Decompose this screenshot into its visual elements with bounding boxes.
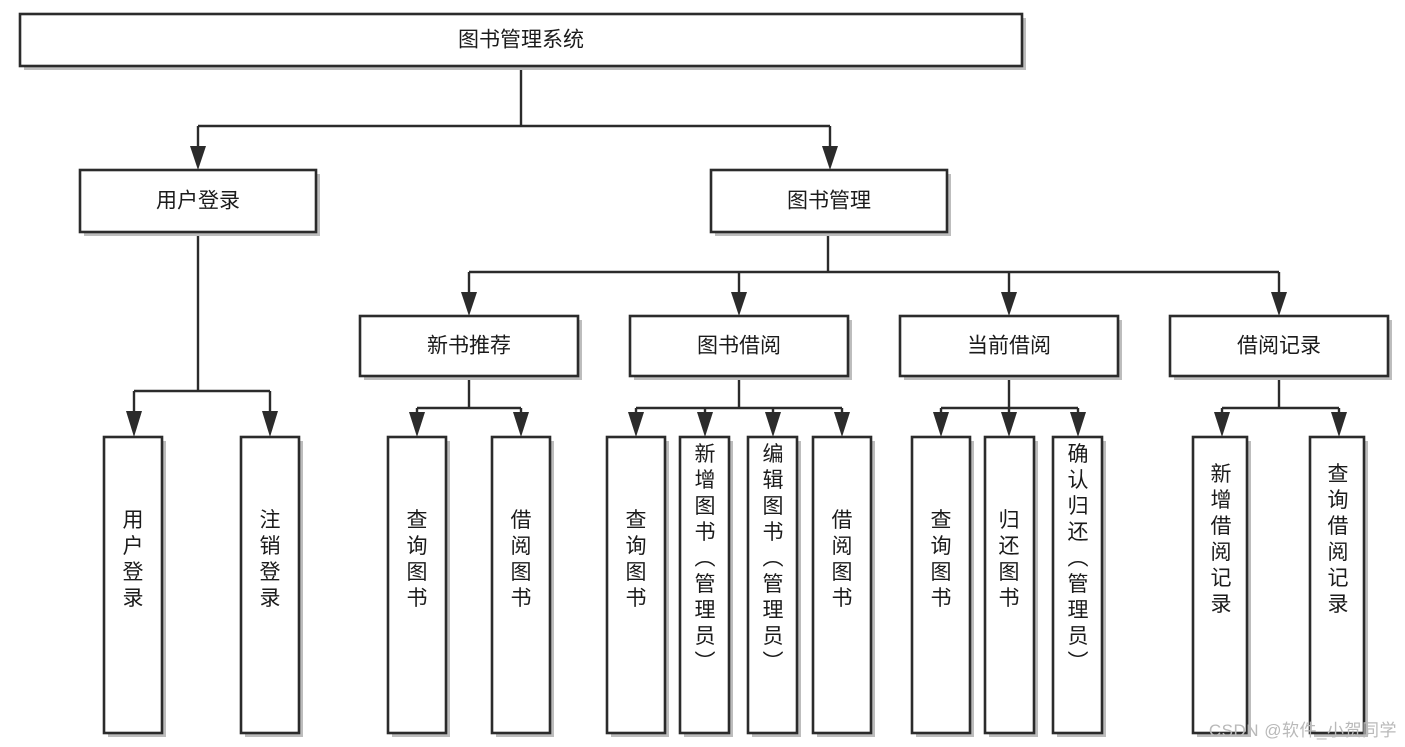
node-leaf-query-record-label: 查询借阅记录 xyxy=(1328,463,1349,616)
node-leaf-borrow-book-2-box[interactable] xyxy=(811,435,873,735)
node-book-borrow[interactable]: 图书借阅 xyxy=(628,314,852,380)
node-leaf-confirm-return-label: 确认归还︵管理员︶ xyxy=(1068,443,1089,674)
connector-group xyxy=(126,66,1347,437)
node-leaf-query-book-1-label: 查询图书 xyxy=(407,509,428,610)
node-leaf-add-record[interactable]: 新增借阅记录 xyxy=(1191,435,1251,737)
node-leaf-borrow-book-2[interactable]: 借阅图书 xyxy=(811,435,875,737)
node-book-manage[interactable]: 图书管理 xyxy=(709,168,951,236)
arrow-head-leaf-user-login xyxy=(126,411,142,437)
node-leaf-query-record-box[interactable] xyxy=(1308,435,1366,735)
node-leaf-query-book-3-box[interactable] xyxy=(910,435,972,735)
watermark-label: CSDN @软件_小贺同学 xyxy=(1208,721,1397,740)
node-leaf-logout-box[interactable] xyxy=(239,435,301,735)
node-leaf-user-login-box[interactable] xyxy=(102,435,164,735)
arrow-head-leaf-add-book xyxy=(697,412,713,437)
arrow-head-leaf-borrow-book-1 xyxy=(513,412,529,437)
arrow-head-leaf-query-book-2 xyxy=(628,412,644,437)
node-borrow-record[interactable]: 借阅记录 xyxy=(1168,314,1392,380)
node-current-borrow-box[interactable] xyxy=(898,314,1120,378)
node-user-login-box[interactable] xyxy=(78,168,318,234)
node-leaf-return-book-label: 归还图书 xyxy=(999,509,1020,610)
node-book-manage-box[interactable] xyxy=(709,168,949,234)
node-borrow-record-box[interactable] xyxy=(1168,314,1390,378)
node-leaf-borrow-book-1-label: 借阅图书 xyxy=(511,509,532,610)
node-leaf-borrow-book-1[interactable]: 借阅图书 xyxy=(490,435,554,737)
node-leaf-add-record-box[interactable] xyxy=(1191,435,1249,735)
node-leaf-edit-book[interactable]: 编辑图书︵管理员︶ xyxy=(746,435,801,737)
node-leaf-query-book-2[interactable]: 查询图书 xyxy=(605,435,669,737)
node-leaf-query-book-2-label: 查询图书 xyxy=(626,509,647,610)
node-leaf-query-book-1-box[interactable] xyxy=(386,435,448,735)
node-leaf-query-book-1[interactable]: 查询图书 xyxy=(386,435,450,737)
node-leaf-borrow-book-2-label: 借阅图书 xyxy=(832,509,853,610)
node-leaf-query-book-3-label: 查询图书 xyxy=(931,509,952,610)
node-borrow-record-label: 借阅记录 xyxy=(1237,335,1321,358)
node-new-book-recommend[interactable]: 新书推荐 xyxy=(358,314,582,380)
node-book-manage-label: 图书管理 xyxy=(787,190,871,213)
node-leaf-confirm-return-box[interactable] xyxy=(1051,435,1104,735)
arrow-head-book-manage xyxy=(822,146,838,170)
arrow-head-leaf-query-record xyxy=(1331,412,1347,437)
node-leaf-query-book-2-box[interactable] xyxy=(605,435,667,735)
node-current-borrow[interactable]: 当前借阅 xyxy=(898,314,1122,380)
arrow-head-new-book-recommend xyxy=(461,292,477,316)
arrow-head-leaf-borrow-book-2 xyxy=(834,412,850,437)
arrow-head-borrow-record xyxy=(1271,292,1287,316)
node-leaf-confirm-return[interactable]: 确认归还︵管理员︶ xyxy=(1051,435,1106,737)
arrow-head-leaf-query-book-1 xyxy=(409,412,425,437)
node-book-borrow-box[interactable] xyxy=(628,314,850,378)
arrow-head-leaf-logout xyxy=(262,411,278,437)
node-root[interactable]: 图书管理系统 xyxy=(18,12,1026,70)
node-leaf-user-login-label: 用户登录 xyxy=(123,509,144,610)
arrow-head-leaf-query-book-3 xyxy=(933,412,949,437)
node-root-box[interactable] xyxy=(18,12,1024,68)
node-leaf-add-book[interactable]: 新增图书︵管理员︶ xyxy=(678,435,733,737)
node-leaf-add-book-label: 新增图书︵管理员︶ xyxy=(695,443,716,674)
node-user-login-label: 用户登录 xyxy=(156,190,240,213)
arrow-head-user-login xyxy=(190,146,206,170)
node-leaf-add-record-label: 新增借阅记录 xyxy=(1211,463,1232,616)
arrow-head-current-borrow xyxy=(1001,292,1017,316)
node-current-borrow-label: 当前借阅 xyxy=(967,335,1051,358)
node-leaf-add-book-box[interactable] xyxy=(678,435,731,735)
arrow-head-leaf-confirm-return xyxy=(1070,412,1086,437)
node-leaf-logout[interactable]: 注销登录 xyxy=(239,435,303,737)
arrow-head-leaf-return-book xyxy=(1001,412,1017,437)
node-leaf-borrow-book-1-box[interactable] xyxy=(490,435,552,735)
node-leaf-query-book-3[interactable]: 查询图书 xyxy=(910,435,974,737)
arrow-head-leaf-edit-book xyxy=(765,412,781,437)
node-root-label: 图书管理系统 xyxy=(458,29,584,52)
node-user-login[interactable]: 用户登录 xyxy=(78,168,320,236)
node-leaf-logout-label: 注销登录 xyxy=(260,509,281,610)
node-leaf-edit-book-box[interactable] xyxy=(746,435,799,735)
node-leaf-edit-book-label: 编辑图书︵管理员︶ xyxy=(763,443,784,674)
arrow-head-book-borrow xyxy=(731,292,747,316)
arrow-head-leaf-add-record xyxy=(1214,412,1230,437)
node-leaf-return-book-box[interactable] xyxy=(983,435,1036,735)
node-book-borrow-label: 图书借阅 xyxy=(697,335,781,358)
node-leaf-user-login[interactable]: 用户登录 xyxy=(102,435,166,737)
node-leaf-return-book[interactable]: 归还图书 xyxy=(983,435,1038,737)
node-new-book-recommend-label: 新书推荐 xyxy=(427,335,511,358)
node-leaf-query-record[interactable]: 查询借阅记录 xyxy=(1308,435,1368,737)
node-new-book-recommend-box[interactable] xyxy=(358,314,580,378)
